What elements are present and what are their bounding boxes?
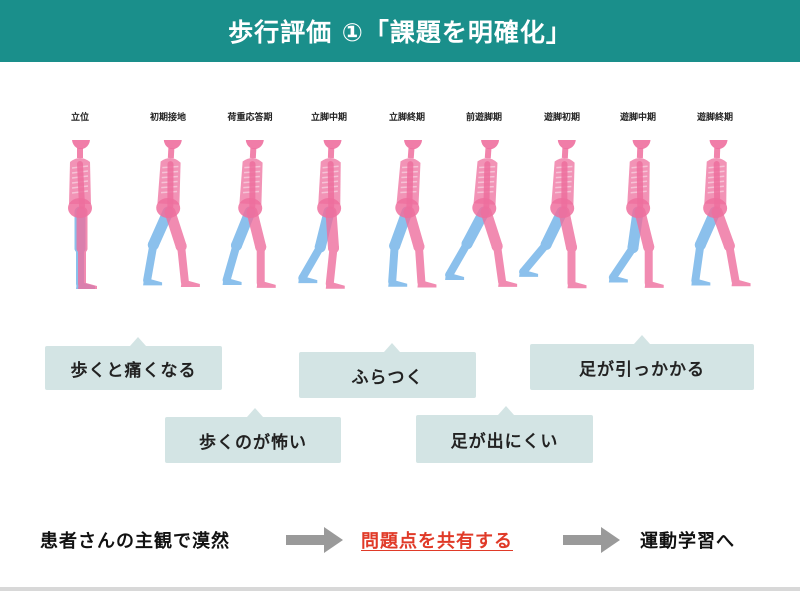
- phase-label-terminal-swing: 遊脚終期: [696, 113, 733, 123]
- gait-figure-tst: [388, 140, 437, 288]
- complaint-text: ふらつく: [351, 367, 424, 388]
- front-leg: [634, 206, 664, 288]
- figure-body: [68, 140, 97, 289]
- right-arrow-icon: [563, 527, 620, 553]
- back-leg: [608, 206, 644, 283]
- figure-body: [608, 140, 664, 288]
- phase-label-pre-swing: 前遊脚期: [465, 113, 502, 123]
- flow-step-share-problem: 問題点を共有する: [361, 531, 513, 552]
- back-leg: [298, 206, 335, 284]
- torso: [626, 140, 651, 219]
- figure-body: [388, 140, 437, 288]
- phase-label-initial-swing: 遊脚初期: [543, 113, 580, 123]
- front-leg: [403, 206, 437, 288]
- phase-label-stand: 立位: [70, 113, 89, 123]
- torso: [317, 140, 342, 219]
- back-leg: [445, 206, 490, 280]
- bubble-tail: [384, 343, 400, 352]
- phase-label-mid-swing: 遊脚中期: [619, 113, 656, 123]
- flow-step-motor-learning: 運動学習へ: [640, 531, 735, 552]
- complaint-bubble-pain: 歩くと痛くなる: [45, 337, 222, 390]
- gait-figure-tsw: [691, 140, 751, 287]
- figure-body: [519, 140, 587, 289]
- front-leg: [711, 206, 751, 287]
- complaint-text: 足が引っかかる: [579, 359, 705, 380]
- bubble-tail: [247, 408, 263, 417]
- complaint-text: 歩くのが怖い: [199, 432, 307, 453]
- back-leg: [143, 206, 174, 286]
- phase-label-mid-stance: 立脚中期: [310, 113, 347, 123]
- gait-figure-msw: [608, 140, 664, 288]
- complaint-bubble-tripping: 足が引っかかる: [530, 335, 754, 390]
- gait-figure-lr: [222, 140, 276, 288]
- figure-body: [143, 140, 200, 288]
- torso: [68, 140, 92, 218]
- torso: [238, 140, 264, 219]
- figure-body: [691, 140, 751, 287]
- front-leg: [246, 206, 276, 288]
- front-leg: [480, 206, 518, 287]
- figure-body: [445, 140, 518, 287]
- bubble-tail: [498, 406, 514, 415]
- complaint-text: 歩くと痛くなる: [70, 360, 197, 381]
- back-leg: [519, 206, 568, 277]
- gait-figure-ic: [143, 140, 200, 288]
- complaint-bubble-unsteady: ふらつく: [299, 343, 476, 398]
- front-leg: [558, 206, 587, 289]
- figure-body: [222, 140, 276, 288]
- front-leg: [76, 206, 97, 289]
- back-leg: [388, 206, 413, 287]
- page-title: 歩行評価 ①「課題を明確化」: [228, 18, 572, 47]
- figure-body: [298, 140, 345, 289]
- title-bar: 歩行評価 ①「課題を明確化」: [0, 0, 800, 62]
- phase-label-initial-contact: 初期接地: [149, 113, 186, 123]
- phase-label-loading-response: 荷重応答期: [227, 113, 273, 123]
- complaint-bubble-hard-to-step: 足が出にくい: [416, 406, 593, 463]
- phase-label-terminal-stance: 立脚終期: [388, 113, 425, 123]
- complaint-bubble-fear: 歩くのが怖い: [165, 408, 341, 463]
- gait-figure-stand: [68, 140, 97, 289]
- back-leg: [691, 206, 721, 286]
- flow-step-subjective: 患者さんの主観で漠然: [40, 531, 230, 552]
- front-leg: [164, 206, 200, 288]
- complaint-text: 足が出にくい: [450, 431, 559, 452]
- page-bottom-edge: [0, 587, 800, 591]
- gait-figure-psw: [445, 140, 518, 287]
- gait-figure-mst: [298, 140, 345, 289]
- bubble-tail: [634, 335, 650, 344]
- right-arrow-icon: [286, 527, 343, 553]
- back-leg: [222, 206, 256, 285]
- front-leg: [325, 206, 345, 289]
- gait-figure-isw: [519, 140, 587, 289]
- bubble-tail: [130, 337, 146, 346]
